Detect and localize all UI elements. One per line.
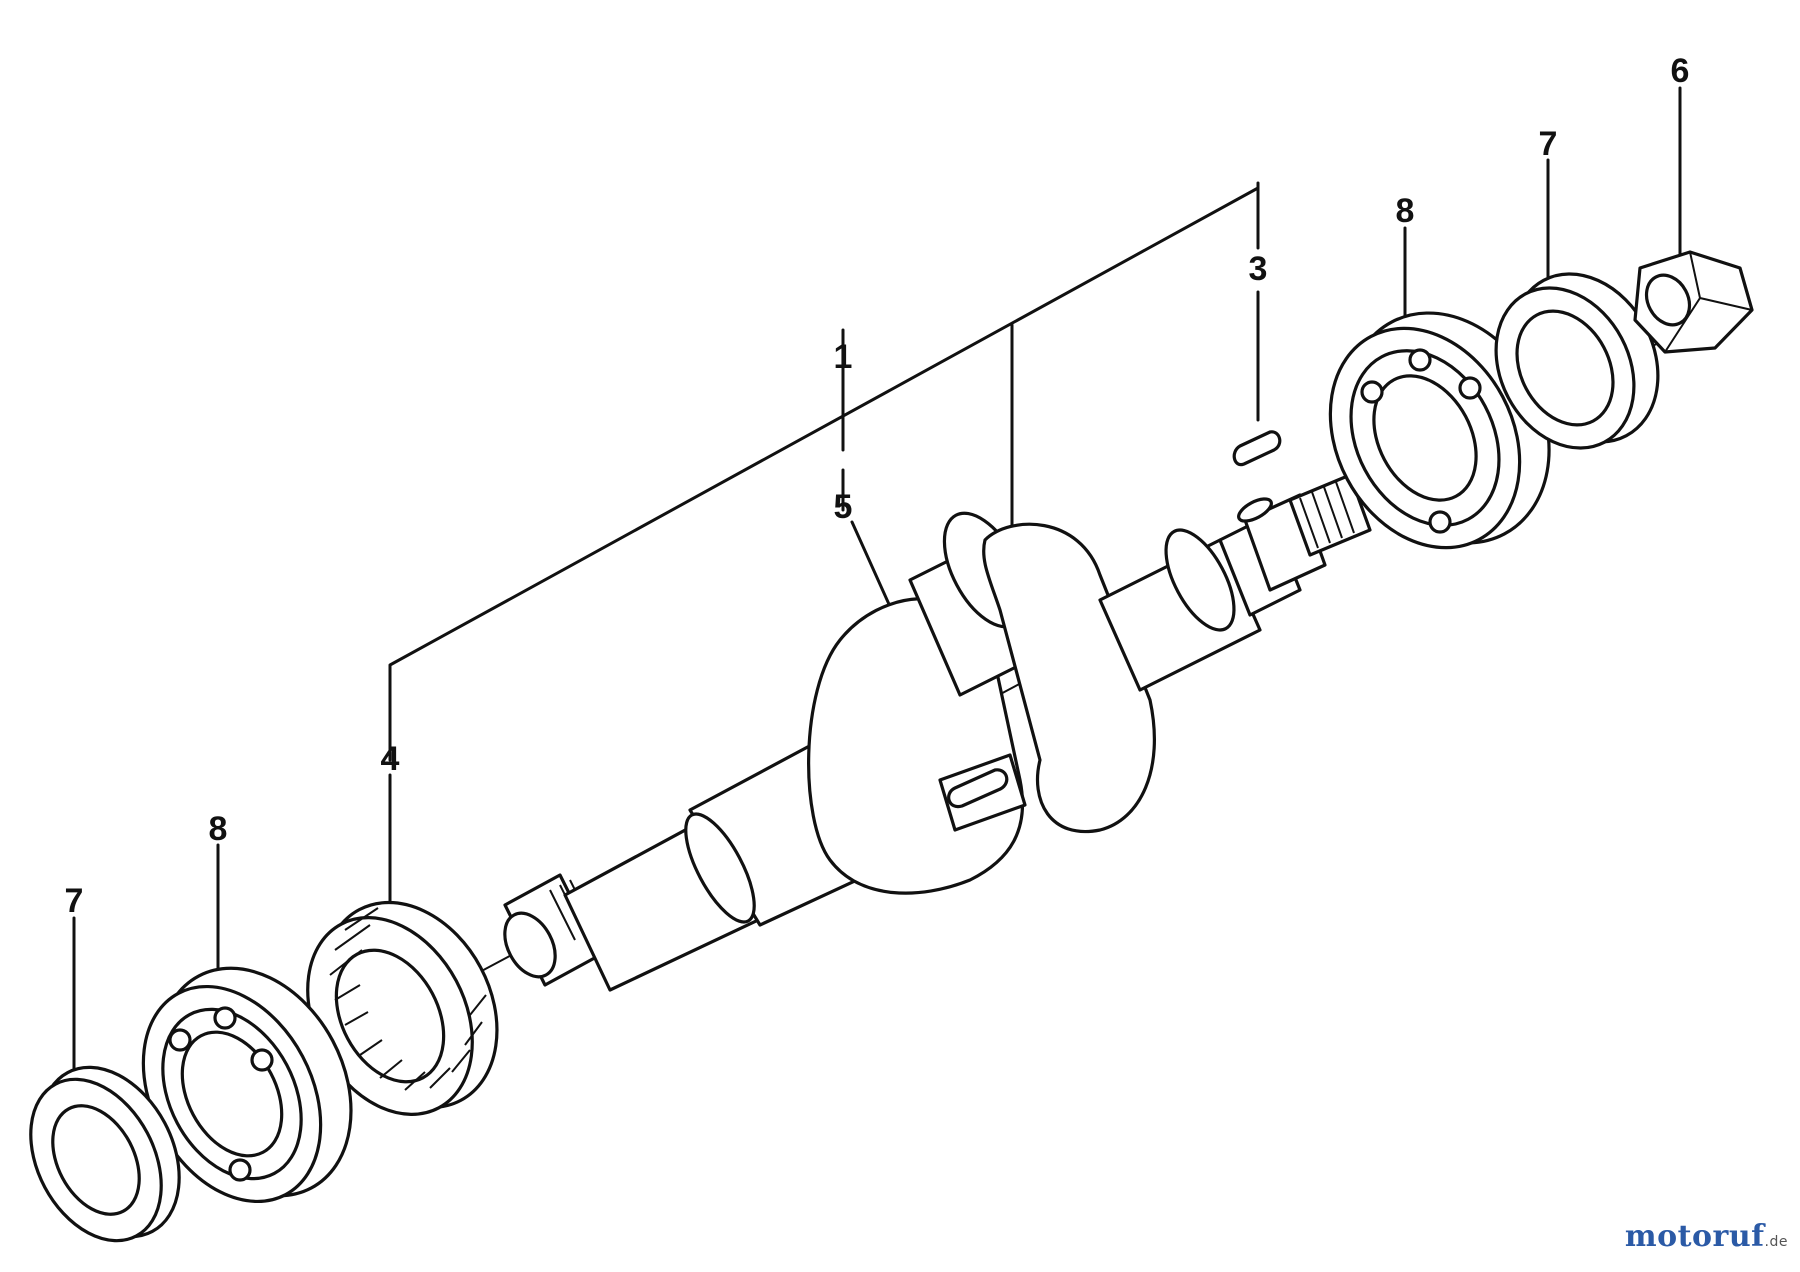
callout-1: 1 (834, 338, 853, 376)
callout-8-right: 8 (1396, 192, 1415, 230)
callout-8-left: 8 (209, 810, 228, 848)
callout-labels: 1 3 4 5 6 7 7 8 8 (65, 52, 1690, 920)
bearing-8-right (1328, 311, 1551, 550)
woodruff-key-3 (1232, 430, 1282, 467)
woodruff-key-5 (947, 768, 1009, 809)
watermark-text: motoruf (1624, 1219, 1765, 1254)
callout-6: 6 (1671, 52, 1690, 90)
callout-7-right: 7 (1539, 125, 1558, 163)
callout-7-left: 7 (65, 882, 84, 920)
watermark-tld: .de (1764, 1234, 1788, 1250)
callout-4: 4 (381, 740, 400, 778)
crankshaft (503, 473, 1372, 992)
gear-4 (306, 900, 499, 1116)
bearing-8-left (141, 966, 353, 1204)
seal-7-left (29, 1065, 181, 1243)
callout-3: 3 (1249, 250, 1268, 288)
motoruf-watermark: motoruf.de (1625, 1219, 1788, 1254)
seal-7-right (1494, 272, 1660, 450)
callout-5: 5 (834, 488, 853, 526)
hex-nut-6 (1633, 250, 1754, 354)
